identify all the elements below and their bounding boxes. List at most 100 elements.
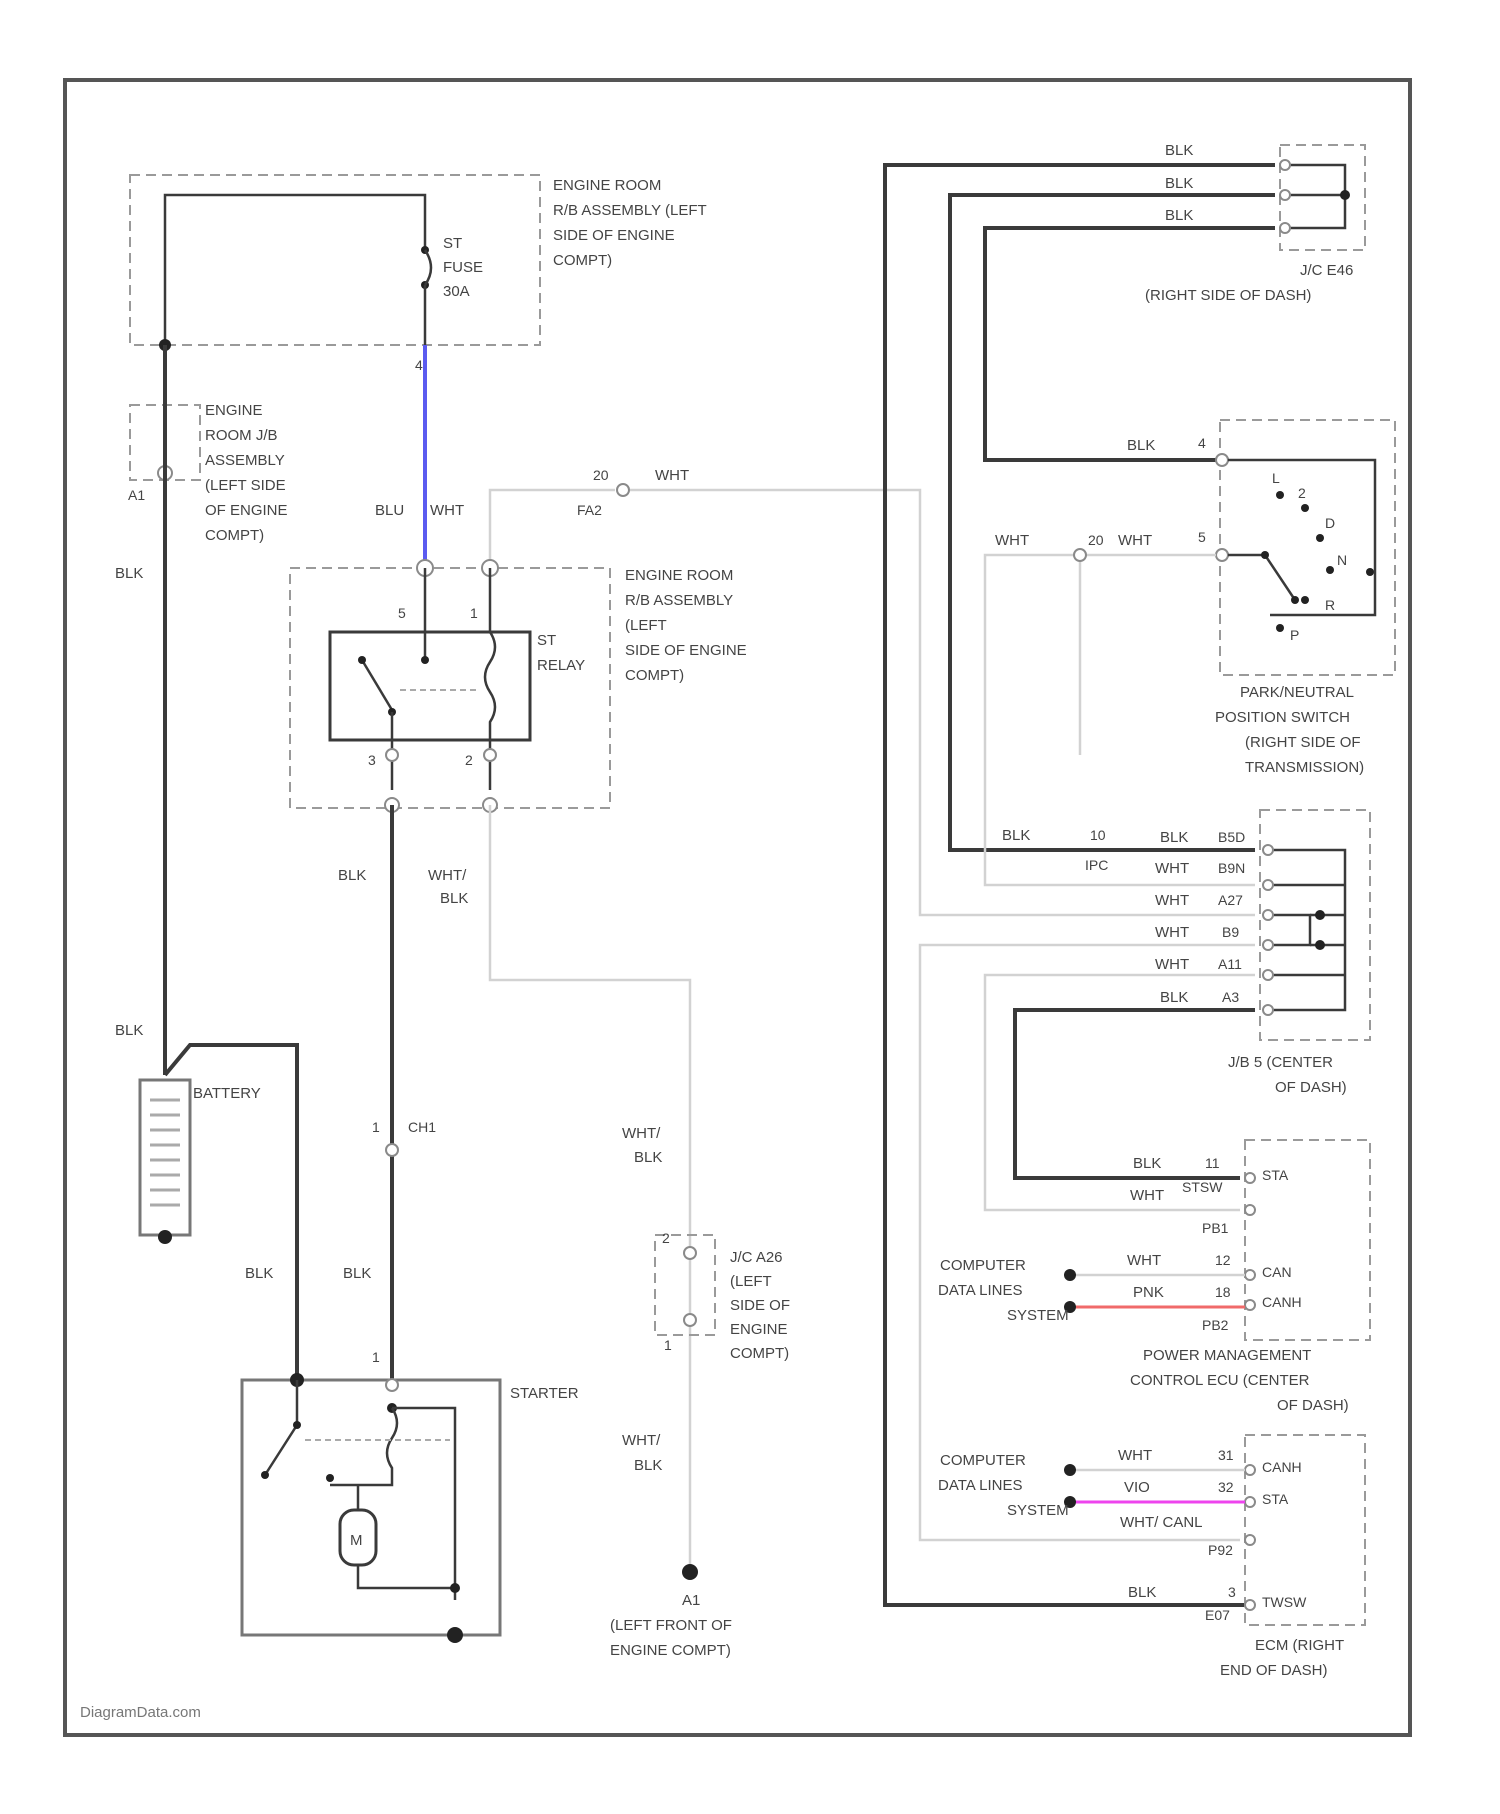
svg-text:WHT: WHT: [1155, 892, 1189, 909]
svg-text:CAN: CAN: [1262, 1264, 1292, 1280]
wire-label-wht-blk-low: WHT/ BLK: [622, 1432, 665, 1474]
svg-text:32: 32: [1218, 1479, 1234, 1495]
pn-connector-pin-20: 20: [1088, 532, 1104, 548]
wire-wht-blk-relay-to-ground: [490, 805, 690, 1570]
pn-position-d: D: [1325, 515, 1335, 531]
wire-label-wht-relay-top: WHT: [430, 502, 464, 519]
wire-label-wht-blk-relay-out: WHT/ BLK: [428, 867, 471, 907]
wire-label-e46-c: BLK: [1165, 207, 1193, 224]
pn-pin-4: 4: [1198, 435, 1206, 451]
svg-text:WHT: WHT: [1118, 1447, 1152, 1464]
svg-text:B9: B9: [1222, 924, 1239, 940]
pn-position-n: N: [1337, 552, 1347, 568]
wire-label-pn-wht-right: WHT: [1118, 532, 1152, 549]
svg-text:BLK: BLK: [1160, 829, 1188, 846]
fa2-connector-label: FA2: [577, 502, 602, 518]
watermark: DiagramData.com: [80, 1704, 201, 1721]
st-fuse: [421, 246, 431, 345]
svg-text:11: 11: [1205, 1155, 1220, 1171]
engine-room-rb-top-label: ENGINE ROOM R/B ASSEMBLY (LEFT SIDE OF E…: [553, 177, 711, 269]
svg-text:STA: STA: [1262, 1167, 1289, 1183]
jc-e46-label: J/C E46 (RIGHT SIDE OF DASH): [1145, 262, 1358, 304]
svg-text:12: 12: [1215, 1252, 1231, 1268]
pn-pin-5: 5: [1198, 529, 1206, 545]
relay-pin-2: 2: [465, 752, 473, 768]
svg-text:BLK: BLK: [1160, 989, 1188, 1006]
wire-label-blk-relay-out: BLK: [338, 867, 366, 884]
st-fuse-label: ST FUSE 30A: [443, 235, 487, 300]
svg-text:31: 31: [1218, 1447, 1234, 1463]
svg-text:CANH: CANH: [1262, 1294, 1302, 1310]
svg-text:WHT: WHT: [1130, 1187, 1164, 1204]
jb5-pin-labels: B5D B9N A27 B9 A11 A3: [1218, 829, 1245, 1005]
ground-a1: [682, 1564, 698, 1580]
relay-pin-3: 3: [368, 752, 376, 768]
jb5-connector-ipc: IPC: [1085, 857, 1108, 873]
starter: [242, 1373, 500, 1643]
pm-ecu-label: POWER MANAGEMENT CONTROL ECU (CENTER OF …: [1130, 1347, 1349, 1414]
pn-position-l: L: [1272, 470, 1280, 486]
svg-text:VIO: VIO: [1124, 1479, 1150, 1496]
svg-text:18: 18: [1215, 1284, 1231, 1300]
wire-label-pn-wht-left: WHT: [995, 532, 1029, 549]
svg-text:A11: A11: [1218, 956, 1242, 972]
ecm-pin-labels: 31 32 3 P92 E07 CANH STA TWSW: [1205, 1447, 1307, 1623]
jb5-pin-10: 10: [1090, 827, 1106, 843]
jb5-box: [1260, 810, 1370, 1040]
svg-text:STSW: STSW: [1182, 1179, 1223, 1195]
pn-position-p: P: [1290, 627, 1299, 643]
fuse-pin-4: 4: [415, 357, 423, 373]
pn-position-r: R: [1325, 597, 1335, 613]
svg-text:PB1: PB1: [1202, 1220, 1229, 1236]
svg-text:BLK: BLK: [1128, 1584, 1156, 1601]
svg-text:WHT: WHT: [1155, 924, 1189, 941]
jc-a26-pin-2: 2: [662, 1230, 670, 1246]
engine-room-rb-mid-box: [290, 568, 610, 808]
wire-label-pn-blk: BLK: [1127, 437, 1155, 454]
svg-text:B5D: B5D: [1218, 829, 1245, 845]
jb5-label: J/B 5 (CENTER OF DASH): [1228, 1054, 1347, 1096]
relay-pin-1: 1: [470, 605, 478, 621]
starter-label: STARTER: [510, 1385, 579, 1402]
pn-switch-box: [1220, 420, 1395, 675]
svg-text:BLK: BLK: [1133, 1155, 1161, 1172]
svg-text:TWSW: TWSW: [1262, 1594, 1307, 1610]
wire-label-blk-battery: BLK: [115, 1022, 143, 1039]
svg-text:E07: E07: [1205, 1607, 1230, 1623]
engine-room-rb-mid-label: ENGINE ROOM R/B ASSEMBLY (LEFT SIDE OF E…: [625, 567, 751, 684]
ch1-connector-label: CH1: [408, 1119, 436, 1135]
jb5-wire-labels: BLK WHT WHT WHT WHT BLK: [1155, 829, 1189, 1006]
ground-a1-label: A1 (LEFT FRONT OF ENGINE COMPT): [610, 1592, 736, 1659]
wire-blk-e46-to-pn: [985, 228, 1275, 460]
svg-text:CANH: CANH: [1262, 1459, 1302, 1475]
svg-text:WHT/ CANL: WHT/ CANL: [1120, 1514, 1203, 1531]
jc-a26-pin-1: 1: [664, 1337, 672, 1353]
wire-label-e46-a: BLK: [1165, 142, 1193, 159]
jc-a26-label: J/C A26 (LEFT SIDE OF ENGINE COMPT): [730, 1249, 794, 1362]
pn-position-2: 2: [1298, 485, 1306, 501]
wire-label-blu: BLU: [375, 502, 404, 519]
ch1-pin-1: 1: [372, 1119, 380, 1135]
svg-text:3: 3: [1228, 1584, 1236, 1600]
svg-text:P92: P92: [1208, 1542, 1233, 1558]
svg-text:PNK: PNK: [1133, 1284, 1164, 1301]
battery: [140, 1080, 190, 1244]
wire-label-wht-blk-mid: WHT/ BLK: [622, 1125, 665, 1166]
wire-label-jb5-blk-left: BLK: [1002, 827, 1030, 844]
diagram-frame: [65, 80, 1410, 1735]
svg-text:A27: A27: [1218, 892, 1243, 908]
ecm-label: ECM (RIGHT END OF DASH): [1220, 1637, 1348, 1679]
st-relay: [330, 568, 530, 790]
svg-text:STA: STA: [1262, 1491, 1289, 1507]
svg-text:WHT: WHT: [1155, 956, 1189, 973]
svg-text:WHT: WHT: [1155, 860, 1189, 877]
jb-pin-a1: A1: [128, 487, 145, 503]
jc-e46-box: [1280, 145, 1365, 250]
wire-label-blk-starter-b: BLK: [343, 1265, 371, 1282]
wire-wht-jb5-a27: [920, 945, 1255, 1540]
wire-label-blk-left: BLK: [115, 565, 143, 582]
relay-pin-5: 5: [398, 605, 406, 621]
svg-text:PB2: PB2: [1202, 1317, 1229, 1333]
motor-label: M: [350, 1532, 363, 1549]
